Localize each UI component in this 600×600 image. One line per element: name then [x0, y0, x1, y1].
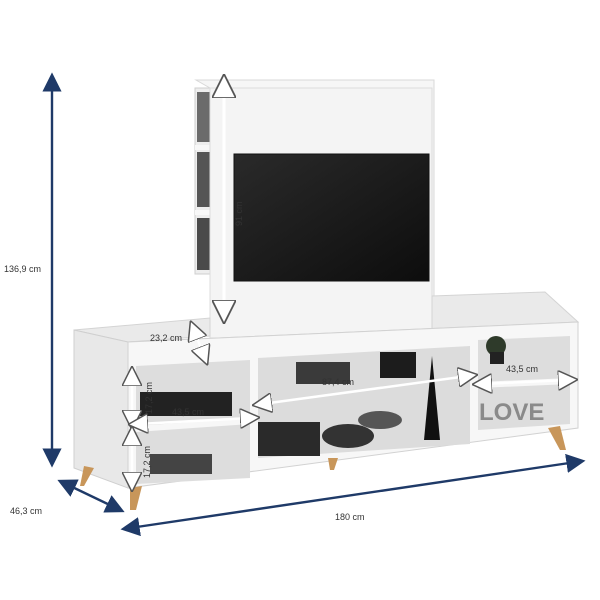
right-niche-width-label: 43,5 cm: [506, 364, 538, 374]
height-total-label: 136,9 cm: [4, 264, 41, 274]
depth-label: 46,3 cm: [10, 506, 42, 516]
tv-screen: [233, 153, 430, 282]
love-sign: LOVE: [479, 399, 544, 426]
center-niche-width-label: 87,4 cm: [322, 377, 354, 387]
left-lower-height-label: 17,2 cm: [142, 446, 152, 478]
panel-height-label: 91 cm: [234, 201, 244, 226]
width-total-label: 180 cm: [335, 512, 365, 522]
inner-dimension-lines: [132, 86, 568, 482]
outer-dimension-lines: [42, 72, 586, 537]
left-upper-height-label: 17,2 cm: [144, 382, 154, 414]
left-niche-width-label: 43,5 cm: [172, 407, 204, 417]
cabinet-side: [73, 329, 129, 489]
shelf-depth-label: 23,2 cm: [150, 333, 182, 343]
